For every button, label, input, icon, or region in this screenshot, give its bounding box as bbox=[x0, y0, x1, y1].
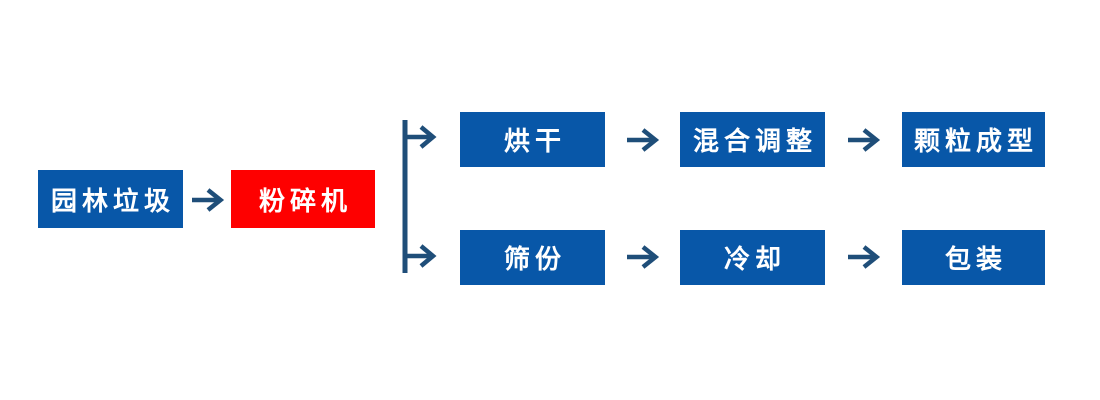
arrow-right-icon bbox=[848, 128, 881, 152]
node-cooling-label: 冷却 bbox=[723, 244, 786, 274]
node-garden-waste: 园林垃圾 bbox=[38, 170, 183, 228]
node-mixing-label: 混合调整 bbox=[692, 126, 817, 156]
node-garden-waste-label: 园林垃圾 bbox=[50, 185, 175, 216]
arrow-right-icon bbox=[627, 128, 660, 152]
node-drying: 烘干 bbox=[460, 112, 605, 167]
node-packing: 包装 bbox=[902, 230, 1045, 285]
node-mixing: 混合调整 bbox=[680, 112, 825, 167]
node-drying-label: 烘干 bbox=[503, 126, 566, 156]
node-crusher-label: 粉碎机 bbox=[258, 185, 352, 216]
node-packing-label: 包装 bbox=[944, 244, 1007, 274]
node-sieving-label: 筛份 bbox=[503, 244, 566, 274]
node-sieving: 筛份 bbox=[460, 230, 605, 285]
node-crusher: 粉碎机 bbox=[231, 170, 375, 228]
node-cooling: 冷却 bbox=[680, 230, 825, 285]
arrow-right-icon bbox=[627, 245, 660, 269]
arrow-right-icon bbox=[848, 245, 881, 269]
node-pelletizing-label: 颗粒成型 bbox=[913, 126, 1038, 156]
branch-connector bbox=[402, 120, 437, 273]
arrow-right-icon bbox=[192, 188, 225, 212]
node-pelletizing: 颗粒成型 bbox=[902, 112, 1045, 167]
